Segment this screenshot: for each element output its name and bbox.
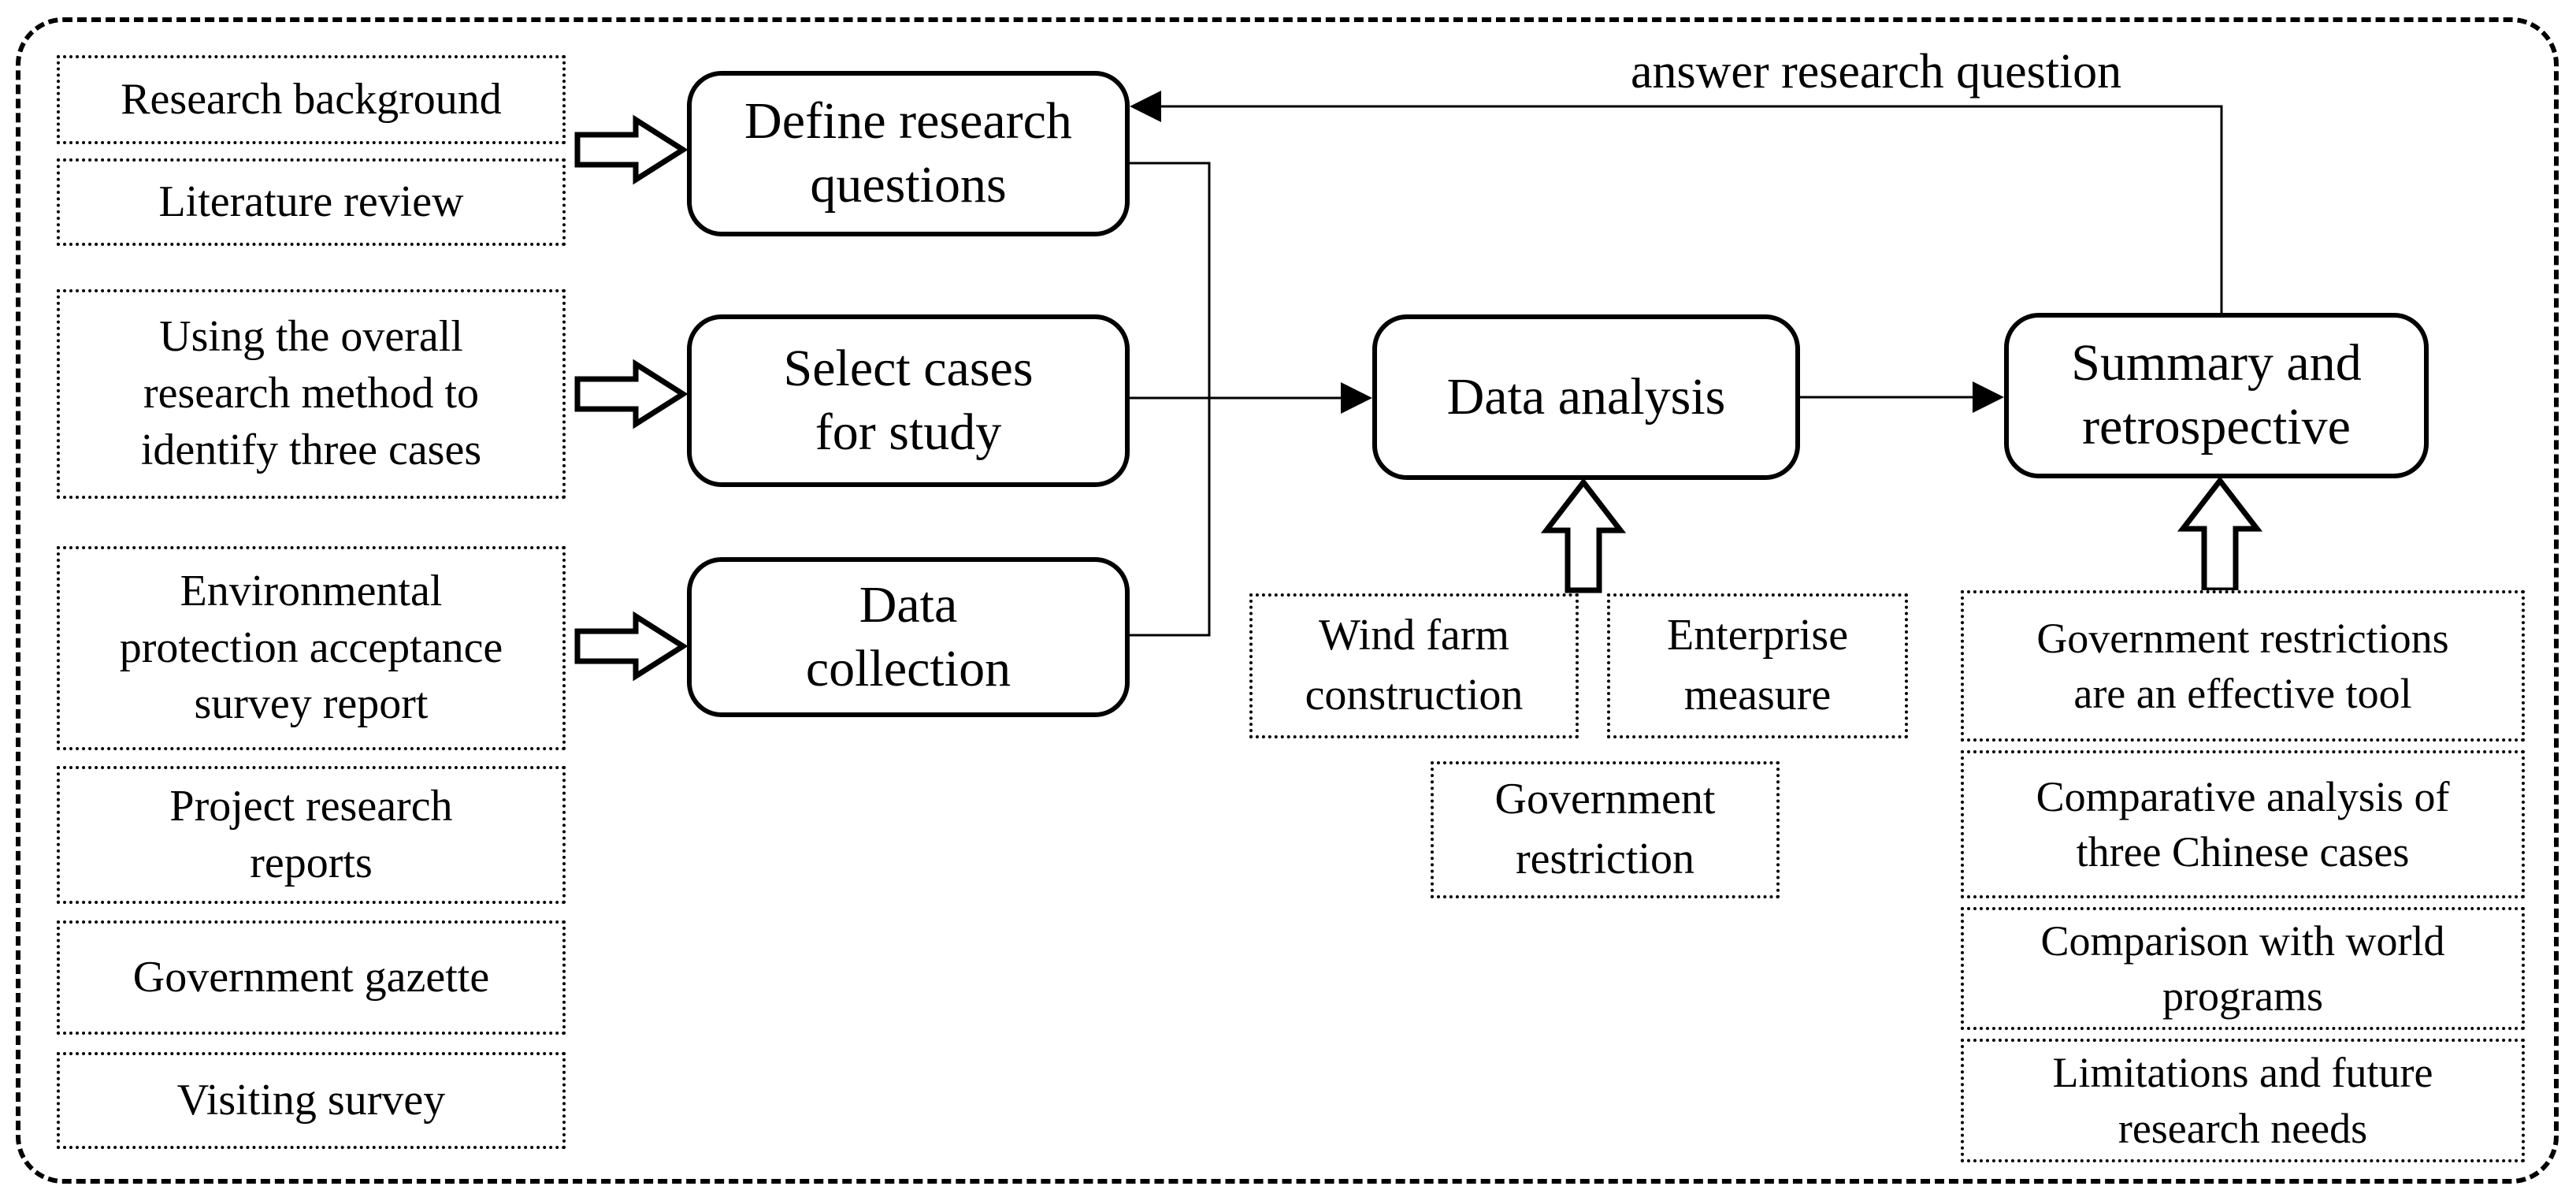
block-arrow-method-to-select <box>574 359 689 429</box>
box-research-background-label: Research background <box>121 74 502 124</box>
box-limitations-line1: Limitations and future <box>2052 1049 2433 1097</box>
box-env-report-line3: survey report <box>194 679 429 729</box>
box-visiting-survey-label: Visiting survey <box>176 1075 446 1125</box>
box-wind-farm-line1: Wind farm <box>1319 611 1509 660</box>
box-project-reports: Project research reports <box>57 766 566 904</box>
return-arrowhead <box>1130 91 1161 122</box>
box-wind-farm-line2: construction <box>1305 671 1524 719</box>
box-select-cases: Select cases for study <box>687 314 1130 487</box>
block-arrow-report-to-collection <box>574 611 689 682</box>
box-define-research-questions: Define research questions <box>687 71 1130 236</box>
box-restrictions-tool-line1: Government restrictions <box>2036 614 2449 662</box>
box-world-programs-line2: programs <box>2162 972 2323 1020</box>
box-literature-review: Literature review <box>57 158 566 246</box>
box-overall-method-line2: research method to <box>143 369 480 418</box>
box-env-report-line2: protection acceptance <box>119 623 503 672</box>
box-overall-method-line3: identify three cases <box>140 425 482 474</box>
box-env-report-line1: Environmental <box>180 566 443 615</box>
box-restrictions-tool-line2: are an effective tool <box>2073 670 2412 717</box>
block-arrow-findings-to-summary <box>2177 476 2263 593</box>
box-limitations-line2: research needs <box>2118 1104 2368 1152</box>
block-arrow-factors-to-analysis <box>1540 478 1627 593</box>
box-literature-review-label: Literature review <box>158 177 464 226</box>
box-enterprise-line2: measure <box>1683 671 1832 719</box>
summary-arrowhead <box>1973 381 2004 413</box>
box-overall-method: Using the overall research method to ide… <box>57 289 566 499</box>
box-wind-farm-construction: Wind farm construction <box>1249 593 1579 738</box>
box-select-line2: for study <box>815 403 1002 461</box>
box-summary-line2: retrospective <box>2082 398 2351 455</box>
box-government-restriction: Government restriction <box>1431 761 1780 898</box>
box-comparative-analysis: Comparative analysis of three Chinese ca… <box>1961 750 2525 898</box>
box-data-analysis-label: Data analysis <box>1446 367 1726 426</box>
block-arrow-background-to-define <box>574 114 689 185</box>
box-restrictions-effective-tool: Government restrictions are an effective… <box>1961 590 2525 742</box>
box-enterprise-line1: Enterprise <box>1666 611 1849 660</box>
box-government-gazette-label: Government gazette <box>132 952 490 1002</box>
box-enterprise-measure: Enterprise measure <box>1607 593 1908 738</box>
box-collection-line1: Data <box>859 575 958 634</box>
box-collection-line2: collection <box>805 639 1011 697</box>
box-limitations-future: Limitations and future research needs <box>1961 1039 2525 1162</box>
return-line <box>1152 105 2223 313</box>
box-data-analysis: Data analysis <box>1372 314 1800 480</box>
box-world-programs-line1: Comparison with world <box>2040 917 2445 965</box>
box-government-gazette: Government gazette <box>57 920 566 1035</box>
box-define-line2: questions <box>810 156 1007 214</box>
box-gov-restriction-line2: restriction <box>1515 835 1695 883</box>
outer-dashed-border <box>16 17 2559 1184</box>
box-env-report: Environmental protection acceptance surv… <box>57 546 566 750</box>
box-data-collection: Data collection <box>687 557 1130 717</box>
box-world-programs: Comparison with world programs <box>1961 907 2525 1030</box>
box-research-background: Research background <box>57 55 566 144</box>
box-summary-line1: Summary and <box>2071 334 2362 392</box>
box-select-line1: Select cases <box>783 339 1034 397</box>
analysis-arrowhead <box>1341 382 1372 414</box>
box-visiting-survey: Visiting survey <box>57 1052 566 1149</box>
box-project-reports-line2: reports <box>250 838 373 887</box>
box-gov-restriction-line1: Government <box>1494 775 1716 824</box>
box-define-line1: Define research <box>744 92 1072 151</box>
box-summary-retrospective: Summary and retrospective <box>2004 313 2429 478</box>
answer-research-question-label: answer research question <box>1631 45 2122 99</box>
box-overall-method-line1: Using the overall <box>159 312 463 362</box>
box-project-reports-line1: Project research <box>169 781 453 831</box>
box-comparative-line1: Comparative analysis of <box>2036 772 2450 820</box>
box-comparative-line2: three Chinese cases <box>2076 828 2410 876</box>
